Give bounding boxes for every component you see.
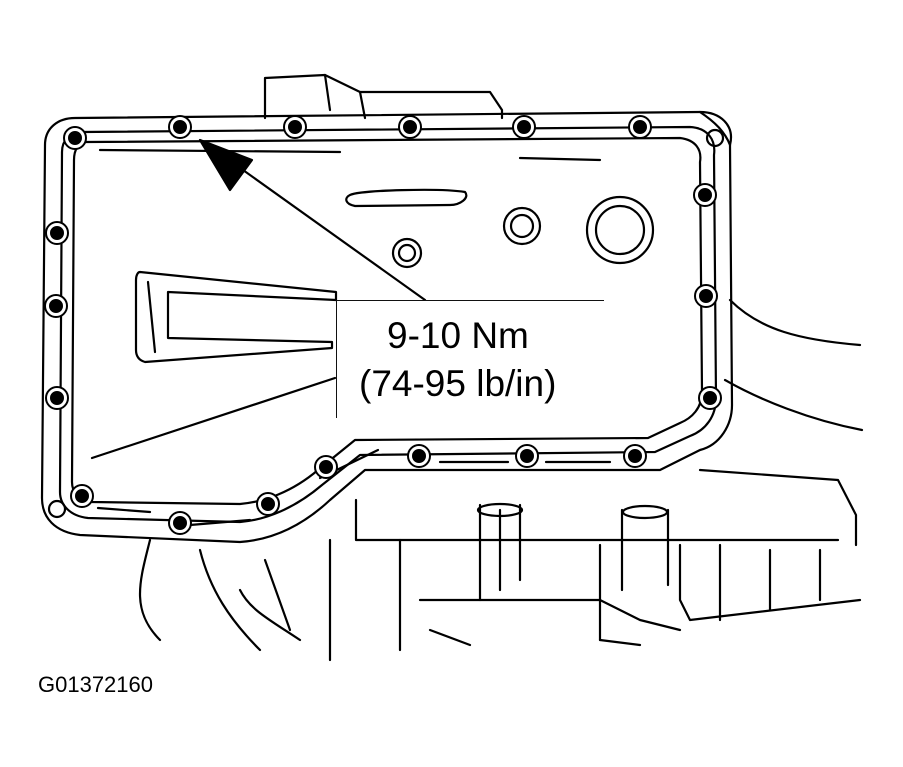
filter-housing	[263, 73, 504, 120]
oil-pan	[40, 110, 734, 544]
bolt-icon	[407, 444, 431, 468]
bolt-icon	[168, 115, 192, 139]
transmission-body	[139, 298, 864, 662]
bolt-icon	[256, 492, 280, 516]
bolt-icon	[45, 386, 69, 410]
bolt-icon	[512, 115, 536, 139]
bolt-icon	[698, 386, 722, 410]
arrow-icon	[198, 138, 427, 302]
pan-bolts	[44, 115, 722, 535]
torque-value-lbin: (74-95 lb/in)	[359, 363, 557, 404]
bolt-icon	[693, 183, 717, 207]
bolt-icon	[628, 115, 652, 139]
bolt-icon	[45, 221, 69, 245]
bolt-icon	[398, 115, 422, 139]
bolt-icon	[283, 115, 307, 139]
bolt-icon	[70, 484, 94, 508]
bolt-icon	[168, 511, 192, 535]
bolt-icon	[623, 444, 647, 468]
figure-id: G01372160	[38, 672, 153, 697]
bolt-icon	[314, 455, 338, 479]
bolt-icon	[44, 294, 68, 318]
bolt-icon	[63, 126, 87, 150]
torque-value-nm: 9-10 Nm	[387, 315, 529, 356]
bolt-icon	[515, 444, 539, 468]
bolt-icon	[694, 284, 718, 308]
torque-callout-box: 9-10 Nm (74-95 lb/in)	[336, 300, 604, 418]
